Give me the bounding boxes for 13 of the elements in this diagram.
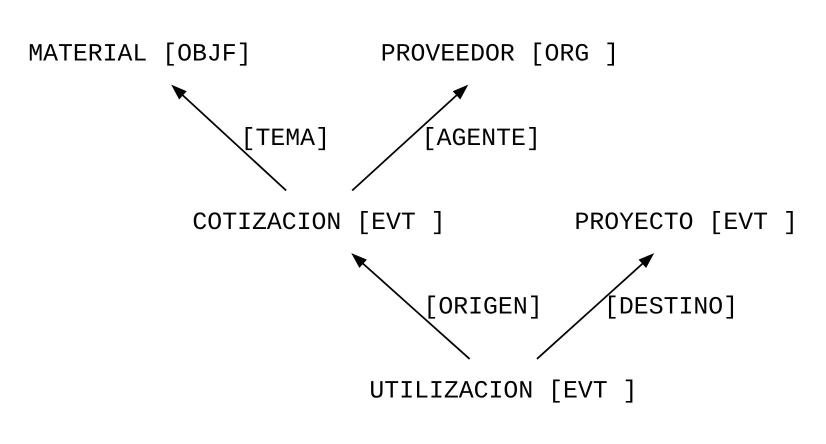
edge-label: [AGENTE] xyxy=(422,124,541,152)
edge-label: [ORIGEN] xyxy=(423,292,543,321)
edge-label: [DESTINO] xyxy=(604,292,738,321)
arrow xyxy=(171,84,287,191)
node-text: MATERIAL [OBJF] xyxy=(28,40,252,68)
arrow xyxy=(351,252,470,360)
node-text: PROVEEDOR [ORG ] xyxy=(380,40,620,68)
arrow xyxy=(352,84,468,191)
edge-label: [TEMA] xyxy=(240,124,330,152)
arrow xyxy=(536,252,654,360)
node-text: PROYECTO [EVT ] xyxy=(574,208,798,237)
node-text: COTIZACION [EVT ] xyxy=(192,208,446,237)
node-text: UTILIZACION [EVT ] xyxy=(369,377,638,406)
